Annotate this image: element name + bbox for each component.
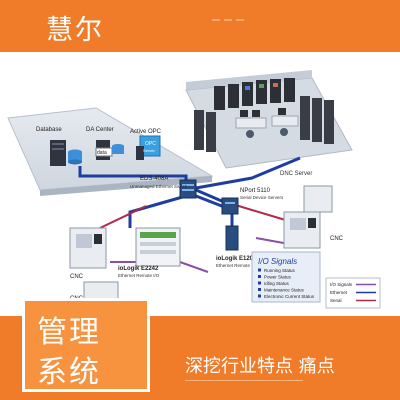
io-signal-bullet: [258, 288, 261, 291]
monitor-wall: [214, 78, 295, 110]
title-line-2: 系统: [37, 355, 101, 390]
io-signal-bullet: [258, 281, 261, 285]
serial-links: [99, 203, 293, 229]
office-platform-edge: [40, 176, 212, 196]
brand-name: 慧尔: [46, 15, 104, 46]
decorative-lines: [212, 6, 248, 25]
opc-server-icon: [136, 135, 161, 160]
opc-server-box-label: Server: [143, 148, 155, 153]
cnc-left-label: CNC: [70, 274, 84, 280]
server-racks: [194, 96, 334, 152]
io-signal-item: Power Status: [264, 275, 292, 280]
legend-label: Ethernet: [330, 290, 348, 295]
legend-label: Serial: [330, 298, 342, 303]
io-signal-item: Electronic Current Status: [264, 294, 315, 299]
io-signal-item: Running Status: [264, 268, 296, 273]
nport-model-label: NPort 5110: [240, 188, 271, 194]
remote-io-e1200-icon: [225, 225, 239, 251]
remote-io-e2242-icon: [135, 227, 181, 267]
iologik-e1200-desc: Ethernet Remote I/O: [216, 263, 258, 268]
database-label: Database: [36, 127, 62, 133]
subtitle: 深挖行业特点 痛点: [185, 356, 335, 377]
server-room-wall: [186, 70, 312, 90]
cnc-machine-right: [283, 211, 321, 249]
cnc-machine-left: [69, 227, 107, 269]
top-banner: 慧尔: [0, 0, 400, 52]
data-chip-label: data: [97, 150, 107, 156]
iologik-e2242-desc: Ethernet Remote I/O: [118, 273, 160, 278]
io-signal-item: Idling Status: [264, 281, 290, 286]
cnc-right-label: CNC: [330, 236, 344, 242]
active-opc-label: Active OPC: [130, 129, 162, 135]
nport-desc-label: Serial Device Servers: [240, 195, 284, 200]
title-box: 管理 系统: [22, 298, 150, 392]
io-signal-bullet: [258, 294, 261, 298]
cnc-machine-far-right: [303, 185, 333, 213]
iologik-e1200-label: ioLogik E1200: [216, 256, 257, 262]
dnc-server-label: DNC Server: [280, 171, 312, 177]
io-signals-panel: [251, 251, 321, 303]
eds-model-label: EDS-408A: [140, 176, 168, 182]
subtitle-underline: [185, 380, 303, 381]
iologik-e2242-label: ioLogik E2242: [118, 266, 159, 272]
database-icon: [50, 140, 82, 166]
opc-box-label: OPC: [145, 141, 156, 147]
eds-desc-label: Unmanaged Ethernet Switch: [130, 184, 188, 189]
da-center-label: DA Center: [86, 127, 114, 133]
io-signal-bullet: [258, 268, 261, 272]
io-signals-title: I/O Signals: [258, 257, 297, 266]
network-diagram: DNC Server Database data DA Center OPC S…: [7, 70, 381, 311]
serial-server-icon: [221, 197, 239, 215]
io-signal-item: Maintenance Status: [264, 288, 305, 293]
ethernet-switch-icon: [179, 179, 197, 199]
legend-label: I/O Signals: [330, 282, 353, 287]
io-signal-bullet: [258, 275, 261, 278]
operator-desks: [235, 108, 299, 138]
title-line-1: 管理: [37, 315, 101, 350]
data-center-icon: [95, 140, 124, 160]
